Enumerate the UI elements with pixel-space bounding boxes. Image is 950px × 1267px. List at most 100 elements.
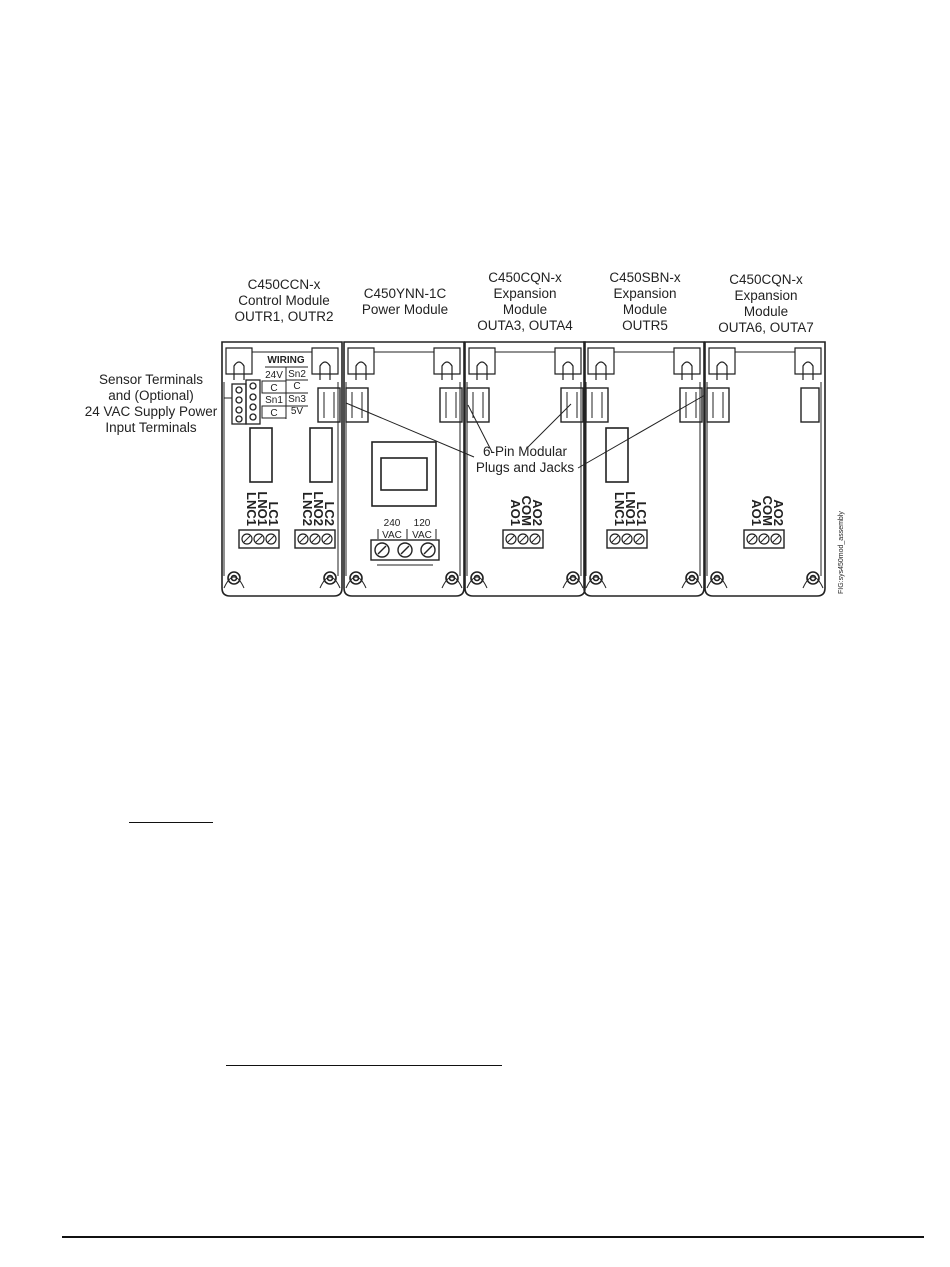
underline-fragment [129, 822, 213, 823]
latch-hook [716, 361, 728, 380]
callout-line: 6-Pin Modular [482, 444, 568, 459]
mounting-hole [569, 574, 577, 582]
terminal-screw [517, 533, 529, 545]
hole-bracket [706, 576, 728, 589]
latch-hook [802, 361, 814, 380]
hole-bracket [562, 576, 584, 589]
terminal-block [294, 529, 336, 549]
wiring-label: 5V [291, 406, 304, 417]
screw-slot [611, 535, 619, 543]
mounting-clip [554, 347, 582, 375]
power-module-transformer [371, 441, 437, 507]
modular-jack [345, 387, 369, 423]
latch-hook [595, 361, 607, 380]
screw-slot [323, 535, 331, 543]
wiring-label: C [270, 408, 277, 419]
mounting-hole [566, 571, 580, 585]
relay-window [309, 427, 333, 483]
mounting-hole [470, 571, 484, 585]
terminal-screw [621, 533, 633, 545]
module-part-number: C450CCN-x [247, 277, 321, 292]
screw-slot [748, 535, 756, 543]
terminal-label: LNO1 [255, 491, 270, 526]
relay-window [605, 427, 629, 483]
latch-hook [233, 361, 245, 380]
screw-slot [635, 535, 643, 543]
latch-hook [319, 361, 331, 380]
terminal-label: LC1 [266, 501, 281, 526]
sensor-terminals-callout: Sensor Terminals and (Optional) 24 VAC S… [78, 372, 224, 436]
module-housing [343, 341, 465, 597]
mounting-hole [349, 571, 363, 585]
screw-slot [772, 535, 780, 543]
modular-jack [706, 387, 730, 423]
terminal-label: LNO1 [623, 491, 638, 526]
terminal-screw [241, 533, 253, 545]
latch-hook [562, 361, 574, 380]
callout-line: 24 VAC Supply Power [84, 404, 218, 419]
terminal-screw [633, 533, 645, 545]
terminal-label: LC2 [322, 501, 337, 526]
terminal-screw [505, 533, 517, 545]
mounting-hole [806, 571, 820, 585]
modular-jack [679, 387, 703, 423]
module-housings [221, 341, 826, 597]
terminal-label: LNC1 [244, 492, 259, 526]
terminal-screw [609, 533, 621, 545]
wiring-label: Sn1 [265, 395, 283, 406]
latch-hook [441, 361, 453, 380]
callout-leaders [224, 394, 706, 469]
mounting-hole [326, 574, 334, 582]
latch-hook [476, 361, 488, 380]
hole-bracket [466, 576, 488, 589]
modular-jack [439, 387, 463, 423]
screw-slot [243, 535, 251, 543]
hole-bracket [319, 576, 341, 589]
wiring-label: Sn2 [288, 369, 306, 380]
terminal-label: LC1 [634, 501, 649, 526]
hole-bracket [345, 576, 367, 589]
latch-hook [355, 361, 367, 380]
module-label-control: C450CCN-x Control Module OUTR1, OUTR2 [222, 277, 346, 325]
module-outputs: OUTR1, OUTR2 [234, 309, 334, 324]
hole-bracket [681, 576, 703, 589]
modular-jack [317, 387, 341, 423]
terminal-screw [758, 533, 770, 545]
terminal-label: COM [760, 496, 775, 526]
terminal-block [238, 529, 280, 549]
terminal-screw [297, 533, 309, 545]
mounting-hole [445, 571, 459, 585]
mounting-hole [809, 574, 817, 582]
screw-slot [760, 535, 768, 543]
power-unit-left: VAC [382, 530, 402, 541]
sensor-terminal-block [231, 379, 261, 425]
modular-jack [800, 387, 820, 423]
module-outputs: OUTA6, OUTA7 [718, 320, 814, 335]
terminal-screw [265, 533, 277, 545]
terminal-label: AO2 [530, 499, 545, 526]
hole-bracket [802, 576, 824, 589]
module-part-number: C450CQN-x [729, 272, 803, 287]
screw-slot [519, 535, 527, 543]
terminal-label: AO1 [749, 499, 764, 526]
mounting-clip [794, 347, 822, 375]
mounting-hole [710, 571, 724, 585]
callout-line: Plugs and Jacks [475, 460, 575, 475]
mounting-clip [673, 347, 701, 375]
terminal-label: LNC2 [300, 492, 315, 526]
hole-bracket [585, 576, 607, 589]
mounting-clip [468, 347, 496, 375]
wiring-label: C [270, 383, 277, 394]
mounting-hole [227, 571, 241, 585]
terminal-screw [309, 533, 321, 545]
module-housing [464, 341, 586, 597]
screw-slot [255, 535, 263, 543]
terminal-screw [770, 533, 782, 545]
